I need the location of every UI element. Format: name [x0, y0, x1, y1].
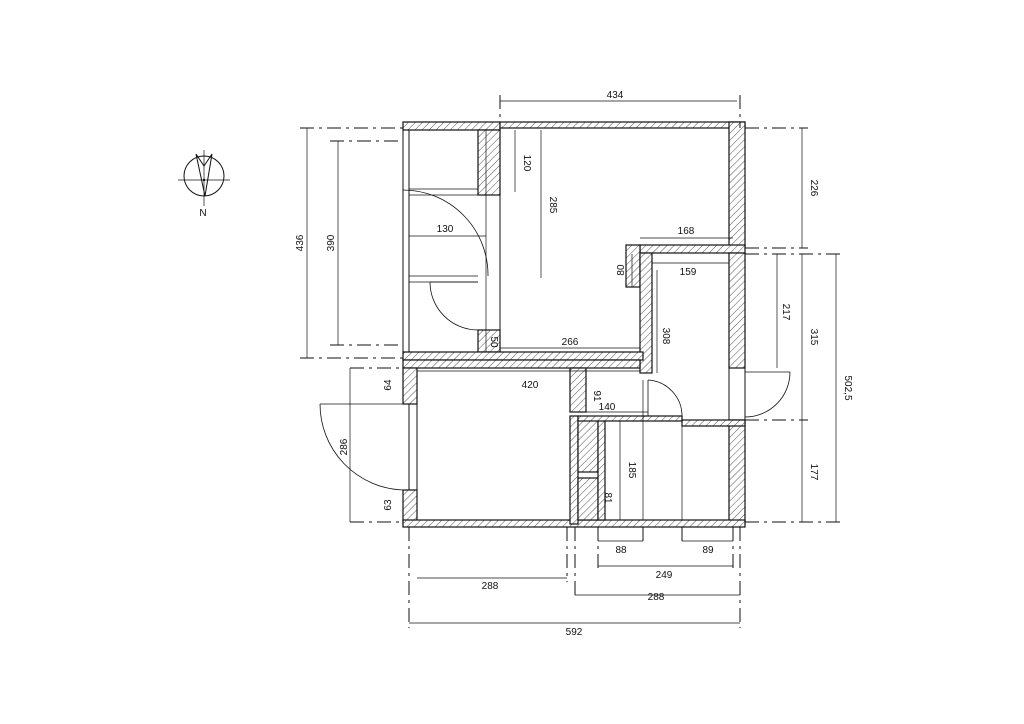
dim-bottom-88: 88 — [615, 545, 627, 556]
dim-right-lower-177: 177 — [808, 464, 819, 481]
dim-corridor-width: 266 — [562, 337, 579, 348]
dim-bottom-249: 249 — [656, 570, 673, 581]
dim-wall-91: 91 — [591, 390, 602, 402]
dim-left-lower-64: 64 — [383, 379, 394, 391]
north-arrow-icon — [178, 150, 230, 206]
dim-bath-height: 185 — [626, 462, 637, 479]
dim-right-outer-mid: 315 — [808, 329, 819, 346]
dim-right-outer-total: 502,5 — [842, 375, 853, 400]
dim-bottom-288-left: 288 — [482, 581, 499, 592]
compass-label: N — [199, 208, 206, 219]
dim-right-upper-height: 217 — [780, 304, 791, 321]
dim-right-room-height: 308 — [660, 328, 671, 345]
dim-bottom-89: 89 — [702, 545, 714, 556]
dim-bath-width: 140 — [599, 402, 616, 413]
dim-bath-81: 81 — [602, 492, 613, 504]
dim-lower-width: 420 — [522, 380, 539, 391]
dim-top-width: 434 — [607, 90, 624, 101]
dim-left-lower-286: 286 — [339, 438, 350, 455]
dim-inner-width-right: 159 — [680, 267, 697, 278]
extension-lines — [300, 95, 840, 628]
doors — [319, 189, 791, 491]
dim-wall-50: 50 — [488, 336, 499, 348]
dim-notch-width: 168 — [678, 226, 695, 237]
dim-room-height: 285 — [547, 197, 558, 214]
dim-left-inner-height: 390 — [326, 234, 337, 251]
dim-closet-width: 130 — [437, 224, 454, 235]
dim-right-outer-upper: 226 — [808, 180, 819, 197]
dim-closet-depth: 120 — [521, 155, 532, 172]
walls — [402, 121, 746, 528]
dim-notch-height: 80 — [616, 264, 627, 276]
dim-bottom-288-right: 288 — [648, 592, 665, 603]
dim-left-outer-height: 436 — [295, 234, 306, 251]
dim-bottom-total: 592 — [566, 627, 583, 638]
dimension-labels: 434 436 390 120 285 130 168 80 159 308 2… — [295, 90, 853, 638]
dim-left-lower-63: 63 — [383, 499, 394, 511]
dimension-lines — [306, 100, 837, 624]
